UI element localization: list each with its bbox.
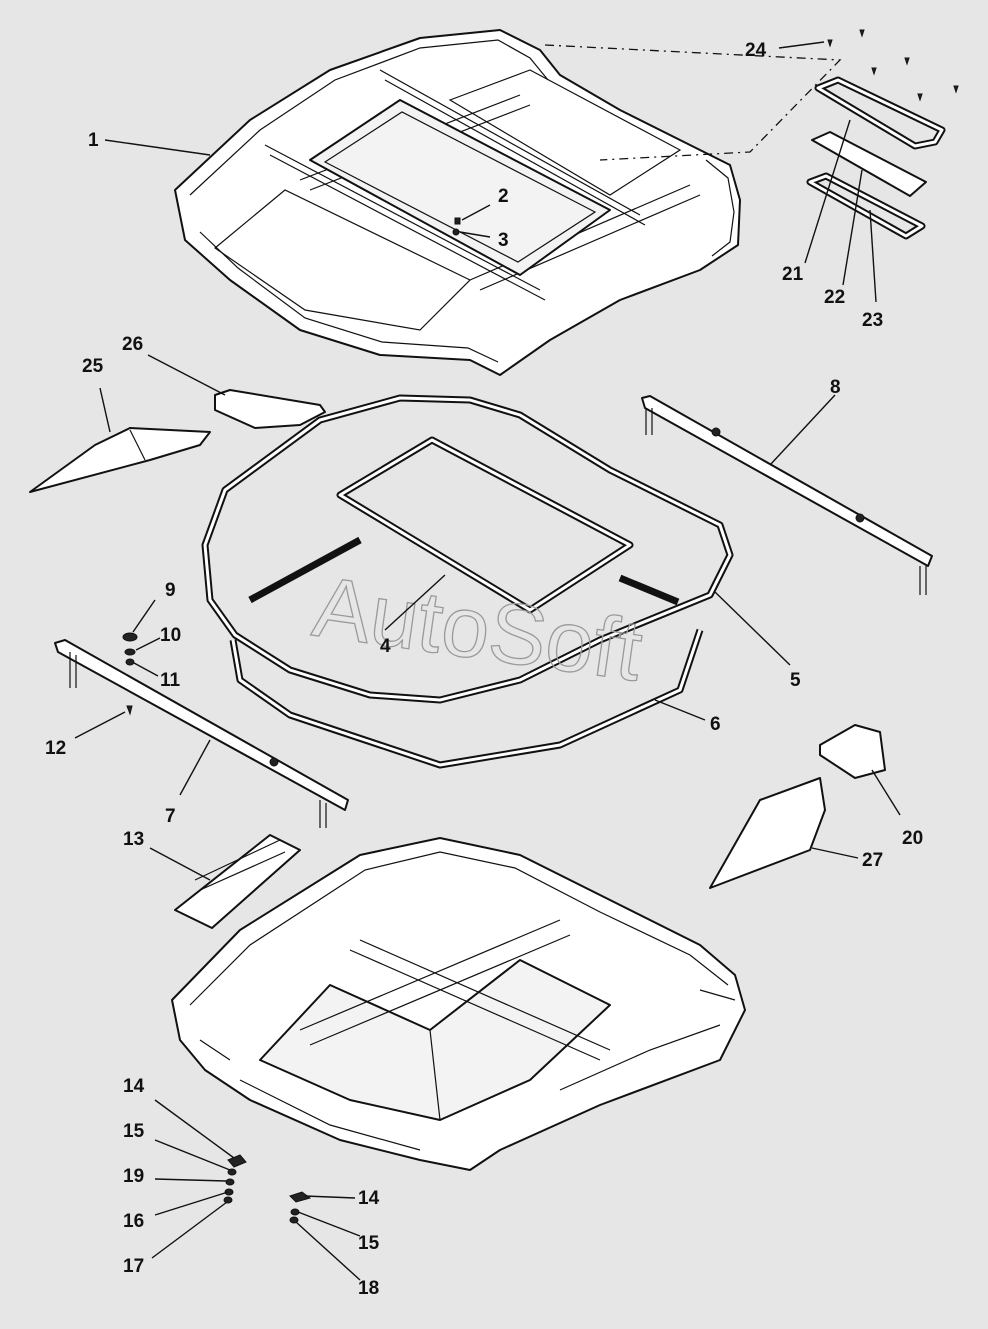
callout-15-second: 15 — [358, 1233, 380, 1254]
callout-18: 18 — [358, 1278, 379, 1299]
callout-5: 5 — [790, 670, 801, 691]
callout-2: 2 — [498, 186, 509, 207]
callout-16: 16 — [123, 1211, 144, 1232]
callout-7: 7 — [165, 806, 176, 827]
bracket-20 — [819, 724, 886, 779]
sunroof-seal-4 — [336, 436, 634, 614]
fasteners-9-12 — [122, 632, 138, 716]
watermark-text: AutoSoft — [308, 559, 648, 700]
callout-1: 1 — [88, 130, 99, 151]
fasteners-14-19 — [223, 1154, 312, 1224]
callout-21: 21 — [782, 264, 804, 285]
callout-22: 22 — [824, 287, 845, 308]
callout-17: 17 — [123, 1256, 144, 1277]
rail-8 — [641, 395, 933, 595]
callout-19: 19 — [123, 1166, 144, 1187]
callout-6: 6 — [710, 714, 721, 735]
trim-panel-25 — [29, 427, 211, 493]
callout-12: 12 — [45, 738, 66, 759]
leader-lines — [74, 41, 901, 1281]
callout-10: 10 — [160, 625, 181, 646]
lamp-13 — [174, 834, 301, 929]
callout-11: 11 — [160, 670, 181, 691]
lower-seal-6 — [229, 536, 704, 769]
callout-labels: 1 2 3 4 5 6 7 8 9 10 11 12 13 14 15 16 1… — [45, 40, 923, 1299]
callout-20: 20 — [902, 828, 923, 849]
callout-9: 9 — [165, 580, 176, 601]
callout-24: 24 — [745, 40, 767, 61]
screw-set-24 — [827, 29, 959, 102]
callout-26: 26 — [122, 334, 143, 355]
callout-27: 27 — [862, 850, 883, 871]
inner-roof-frame — [171, 837, 746, 1171]
roof-panel — [174, 29, 741, 376]
callout-14-second: 14 — [358, 1188, 380, 1209]
rail-7 — [54, 639, 349, 828]
outer-seal-5 — [201, 394, 734, 704]
trim-panel-27 — [709, 777, 826, 889]
callout-4: 4 — [380, 636, 391, 657]
callout-23: 23 — [862, 310, 883, 331]
callout-15: 15 — [123, 1121, 145, 1142]
callout-14: 14 — [123, 1076, 145, 1097]
bracket-26 — [214, 389, 326, 429]
callout-8: 8 — [830, 377, 841, 398]
callout-13: 13 — [123, 829, 144, 850]
callout-3: 3 — [498, 230, 509, 251]
sunroof-small-frames — [806, 29, 959, 240]
callout-25: 25 — [82, 356, 104, 377]
